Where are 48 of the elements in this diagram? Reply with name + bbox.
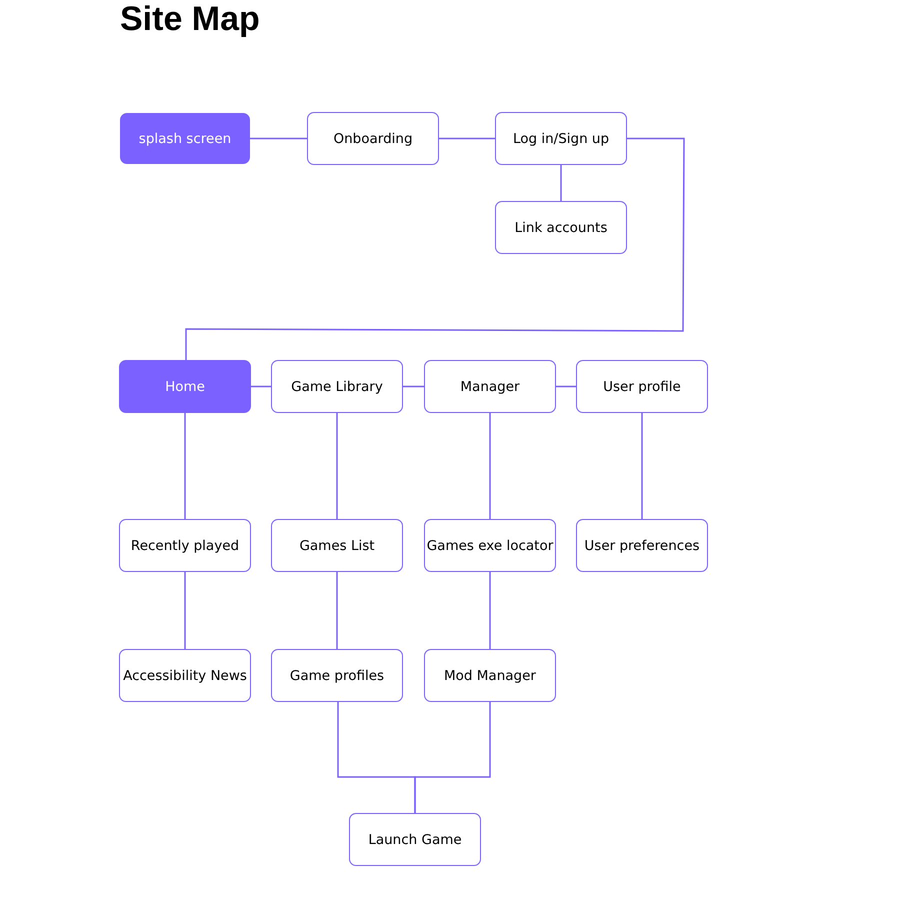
page-box — [271, 360, 403, 413]
page-label: Game Library — [291, 378, 383, 394]
page-label: Launch Game — [368, 832, 462, 848]
page-box — [119, 649, 251, 702]
page-label: Mod Manager — [444, 668, 536, 684]
connector-line — [251, 386, 271, 388]
connector-line — [489, 413, 491, 519]
connector-line — [641, 413, 643, 519]
connector-line — [185, 138, 685, 360]
connector-line — [489, 572, 491, 649]
page-label: User profile — [603, 378, 681, 394]
page-label: User preferences — [584, 538, 700, 554]
page-box — [424, 360, 556, 413]
connector-line — [439, 138, 495, 140]
page-label: splash screen — [138, 130, 232, 146]
page-box — [576, 519, 708, 572]
connector-line — [414, 702, 491, 813]
page-label: Games exe locator — [426, 538, 554, 554]
connector-line — [336, 572, 338, 649]
page-label: Link accounts — [514, 220, 608, 236]
page-box — [119, 519, 251, 572]
page-label: Accessibility News — [123, 668, 247, 684]
connector-line — [184, 413, 186, 519]
connector-line — [250, 138, 307, 140]
page-label: Games List — [299, 538, 375, 554]
page-box — [576, 360, 708, 413]
connector-line — [184, 572, 186, 649]
page-label: Game profiles — [290, 668, 384, 684]
connector-line — [560, 165, 562, 201]
page-label: Onboarding — [333, 130, 413, 146]
page-box — [271, 649, 403, 702]
page-box — [495, 112, 627, 165]
page-box — [271, 519, 403, 572]
page-box — [495, 201, 627, 254]
page-box — [349, 813, 481, 866]
page-label: Manager — [460, 378, 520, 394]
page-box — [424, 649, 556, 702]
page-box — [424, 519, 556, 572]
highlighted-page-box — [120, 113, 250, 164]
highlighted-page-box — [119, 360, 251, 413]
page-box — [307, 112, 439, 165]
connector-line — [403, 386, 424, 388]
page-label: Home — [165, 378, 205, 394]
page-label: Recently played — [130, 538, 240, 554]
connector-line — [336, 413, 338, 519]
page-label: Log in/Sign up — [512, 130, 610, 146]
connector-line — [556, 386, 576, 388]
diagram-title: Site Map — [120, 0, 260, 39]
